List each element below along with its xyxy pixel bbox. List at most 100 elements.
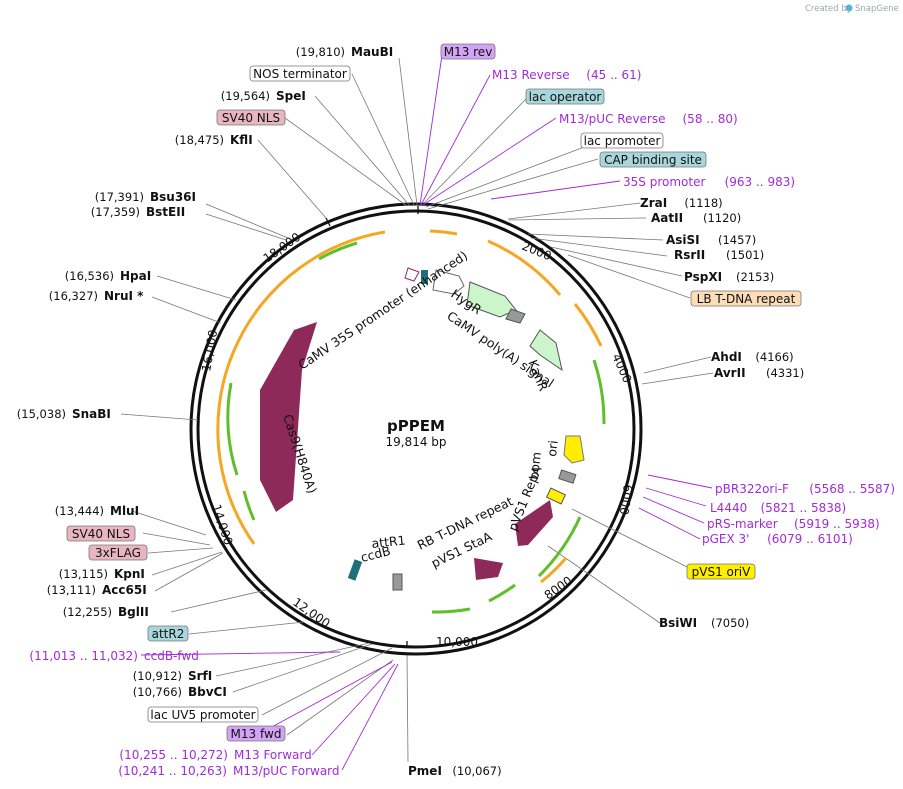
site-name: BstEII bbox=[146, 205, 185, 219]
site-position: (17,391) bbox=[95, 190, 144, 204]
feature-box-label: lac UV5 promoter bbox=[150, 708, 255, 722]
feature-box bbox=[690, 290, 802, 307]
feature-box bbox=[525, 88, 605, 105]
site-name: ZraI bbox=[640, 196, 667, 210]
site-position: (10,766) bbox=[133, 685, 182, 699]
backbone-outer-ring bbox=[189, 202, 643, 656]
primer-name: L4440 bbox=[710, 501, 747, 515]
label-ccdb: ccdB bbox=[359, 543, 392, 565]
site-name: AhdI bbox=[711, 350, 742, 364]
feature-box bbox=[147, 706, 259, 723]
plasmid-name: pPPEM bbox=[387, 417, 445, 435]
site-name: AatII bbox=[651, 211, 683, 225]
primer-position: (10,255 .. 10,272) bbox=[119, 748, 228, 762]
tick-label: 10,000 bbox=[436, 635, 478, 649]
site-position: (4166) bbox=[755, 350, 793, 364]
site-name: AsiSI bbox=[666, 233, 700, 247]
feature-box-label: CAP binding site bbox=[604, 153, 702, 167]
primer-leader-lines bbox=[140, 54, 713, 771]
primer-name: pRS-marker bbox=[707, 517, 778, 531]
leader-lines bbox=[120, 57, 714, 763]
primer-name: M13/pUC Forward bbox=[233, 764, 340, 778]
site-name: KpnI bbox=[114, 567, 145, 581]
creator-brand: SnapGene bbox=[855, 4, 899, 14]
inner-features bbox=[260, 267, 585, 591]
feature-box-label: SV40 NLS bbox=[222, 111, 280, 125]
site-name: SrfI bbox=[188, 669, 212, 683]
primer-position: (11,013 .. 11,032) bbox=[29, 649, 138, 663]
primer-position: (963 .. 983) bbox=[725, 175, 795, 189]
feature-box bbox=[599, 151, 707, 168]
site-position: (4331) bbox=[766, 366, 804, 380]
primer-name: pGEX 3' bbox=[702, 532, 749, 546]
tick-label: 16,000 bbox=[199, 329, 220, 373]
site-name: PspXI bbox=[684, 270, 722, 284]
site-position: (18,475) bbox=[175, 133, 224, 147]
feature-box bbox=[147, 625, 189, 642]
site-position: (13,115) bbox=[59, 567, 108, 581]
site-position: (2153) bbox=[736, 270, 774, 284]
feature-box-label: M13 rev bbox=[444, 45, 493, 59]
feature-box-label: SV40 NLS bbox=[72, 527, 130, 541]
feature-arcs bbox=[216, 229, 606, 614]
tick-label: 4000 bbox=[609, 352, 634, 386]
site-name: HpaI bbox=[120, 269, 151, 283]
feature-box-label: lac operator bbox=[529, 90, 602, 104]
site-position: (16,536) bbox=[65, 269, 114, 283]
primer-position: (10,241 .. 10,263) bbox=[118, 764, 227, 778]
feature-box-label: attR2 bbox=[152, 627, 185, 641]
primer-name: ccdB-fwd bbox=[144, 649, 199, 663]
site-position: (1118) bbox=[684, 196, 722, 210]
feature-box bbox=[216, 109, 286, 126]
site-position: (1457) bbox=[718, 233, 756, 247]
feature-box-label: 3xFLAG bbox=[95, 546, 141, 560]
site-name: NruI * bbox=[104, 289, 144, 303]
site-name: KflI bbox=[230, 133, 253, 147]
feature-box bbox=[249, 65, 351, 82]
feature-box-label: pVS1 oriV bbox=[692, 565, 752, 579]
primer-labels: M13 Reverse(45 .. 61)M13/pUC Reverse(58 … bbox=[29, 68, 895, 778]
label-bom: bom bbox=[526, 451, 544, 480]
site-position: (1501) bbox=[726, 248, 764, 262]
site-position: (15,038) bbox=[17, 407, 66, 421]
site-name: RsrII bbox=[674, 248, 705, 262]
site-name: SpeI bbox=[276, 89, 306, 103]
site-markers bbox=[325, 206, 419, 647]
primer-position: (58 .. 80) bbox=[683, 112, 738, 126]
tick-label: 2000 bbox=[520, 239, 554, 263]
feature-box-label: NOS terminator bbox=[253, 67, 347, 81]
site-name: BbvCI bbox=[188, 685, 227, 699]
site-name: MauBI bbox=[351, 45, 393, 59]
creator-label: Created by bbox=[805, 4, 852, 14]
feature-box-label: LB T-DNA repeat bbox=[697, 292, 796, 306]
site-position: (7050) bbox=[711, 616, 749, 630]
site-position: (1120) bbox=[703, 211, 741, 225]
feature-box bbox=[226, 725, 286, 742]
site-name: PmeI bbox=[408, 764, 442, 778]
primer-position: (45 .. 61) bbox=[586, 68, 641, 82]
site-name: AvrII bbox=[714, 366, 746, 380]
site-position: (10,912) bbox=[133, 669, 182, 683]
label-attr1: attR1 bbox=[371, 533, 406, 551]
feature-box bbox=[686, 563, 756, 580]
primer-name: M13 Reverse bbox=[492, 68, 570, 82]
feature-box bbox=[580, 132, 664, 149]
primer-name: M13 Forward bbox=[234, 748, 312, 762]
site-position: (13,444) bbox=[55, 504, 104, 518]
feature-box-label: M13 fwd bbox=[231, 727, 282, 741]
feature-box bbox=[440, 43, 496, 60]
site-name: Acc65I bbox=[102, 583, 147, 597]
site-name: MluI bbox=[110, 504, 139, 518]
site-position: (19,810) bbox=[296, 45, 345, 59]
plasmid-size: 19,814 bp bbox=[385, 435, 446, 449]
tick-label: 6000 bbox=[617, 484, 635, 516]
primer-position: (6079 .. 6101) bbox=[767, 532, 853, 546]
primer-position: (5568 .. 5587) bbox=[809, 482, 895, 496]
label-camv-promoter: CaMV 35S promoter (enhanced) bbox=[295, 248, 470, 373]
backbone-inner-ring bbox=[196, 209, 636, 649]
feature-box bbox=[66, 525, 136, 542]
site-name: BglII bbox=[118, 605, 149, 619]
